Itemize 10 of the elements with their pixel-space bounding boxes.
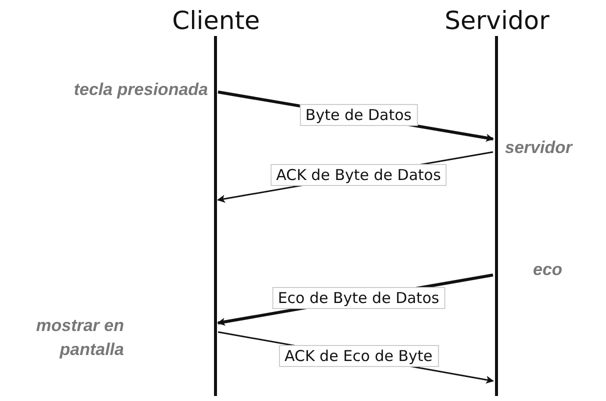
lifeline-header: Cliente: [172, 6, 260, 35]
event-note: mostrar en pantalla: [35, 315, 124, 361]
edge-label: Eco de Byte de Datos: [272, 287, 446, 309]
edge-label: Byte de Datos: [299, 104, 418, 126]
event-note: servidor: [505, 137, 574, 159]
event-note: tecla presionada: [72, 79, 208, 101]
lifeline-header: Servidor: [444, 6, 550, 35]
edge-label: ACK de Byte de Datos: [270, 164, 447, 186]
event-note: eco: [533, 259, 564, 281]
edge-label: ACK de Eco de Byte: [278, 344, 439, 366]
